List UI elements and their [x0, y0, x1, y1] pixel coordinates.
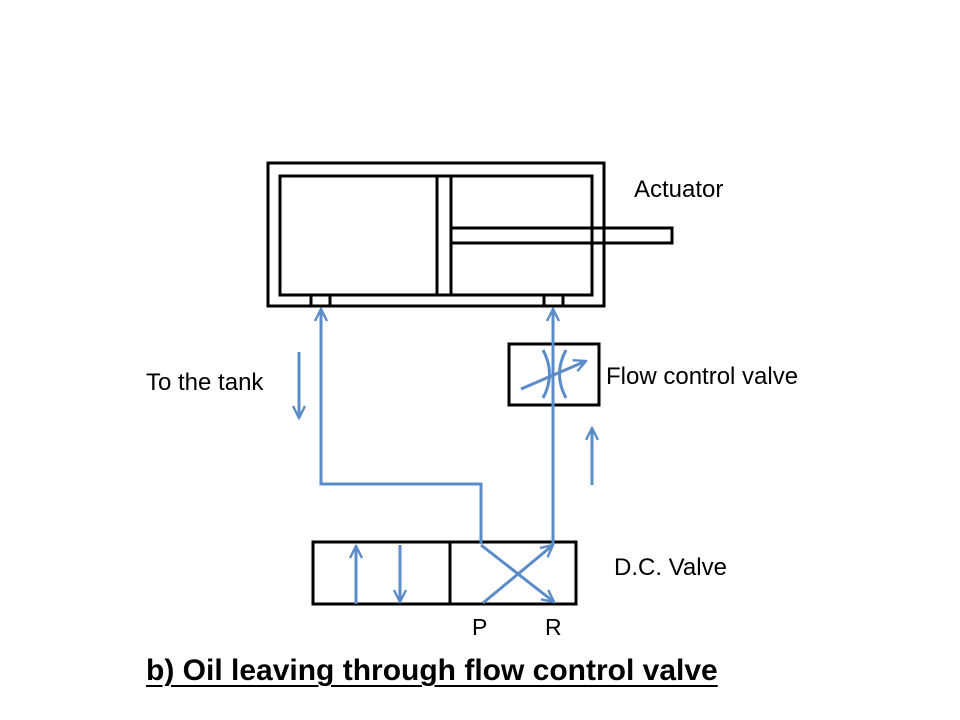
- port-p-label: P: [472, 614, 488, 640]
- port-r-label: R: [545, 614, 562, 640]
- dc-valve-label: D.C. Valve: [614, 554, 727, 581]
- dc-valve-right-envelope: [448, 540, 578, 606]
- diagram-caption: b) Oil leaving through flow control valv…: [146, 654, 718, 687]
- flow-control-valve-label: Flow control valve: [606, 363, 799, 390]
- to-the-tank-label: To the tank: [146, 369, 264, 396]
- adjustable-flow-arrow: [520, 361, 586, 391]
- piston: [435, 174, 453, 297]
- flow-lines: [299, 309, 592, 605]
- flow-restriction-right-curve: [558, 349, 568, 399]
- dc-valve-left-envelope: [311, 540, 452, 606]
- piston-rod: [451, 226, 674, 245]
- return-line-to-cylinder: [321, 309, 483, 544]
- actuator-label: Actuator: [634, 176, 724, 203]
- cylinder-outer-body: [266, 161, 606, 308]
- dc-valve: [311, 540, 578, 606]
- dc-cross-b-to-r-arrow: [480, 543, 554, 602]
- actuator-cylinder: [266, 161, 674, 308]
- flow-restriction-left-curve: [541, 349, 551, 399]
